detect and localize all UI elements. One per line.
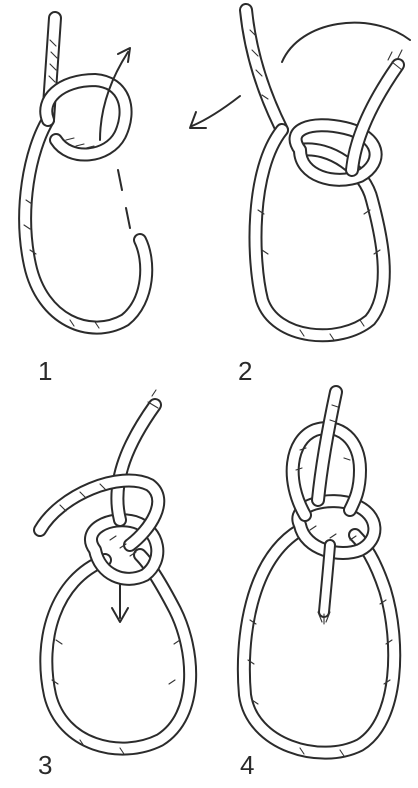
step-2-number: 2 xyxy=(238,358,252,384)
step-1-number: 1 xyxy=(38,358,52,384)
step-2-illustration xyxy=(190,10,410,340)
step-3-illustration xyxy=(40,390,190,754)
step-2-main-loop xyxy=(255,130,383,335)
step-4-number: 4 xyxy=(240,752,254,778)
step-1-path-hint xyxy=(118,170,130,228)
step-1-illustration xyxy=(24,18,146,328)
step-3-number: 3 xyxy=(38,752,52,778)
step-4-illustration xyxy=(244,392,394,756)
